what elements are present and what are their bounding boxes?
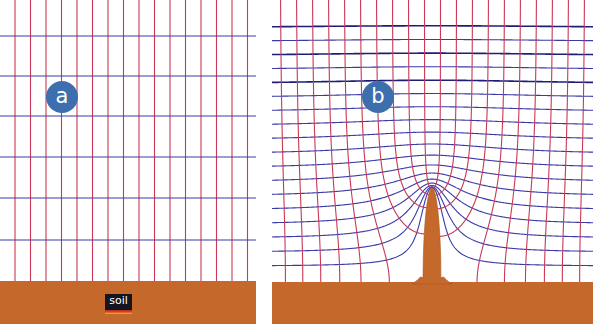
- field-line: [580, 0, 585, 282]
- badge-circle: [46, 81, 78, 113]
- field-line: [377, 0, 425, 234]
- node-text: a: [56, 86, 69, 107]
- soil-spike: [412, 188, 452, 284]
- field-line: [329, 0, 340, 282]
- equipotential-line: [0, 198, 256, 199]
- field-line: [525, 0, 536, 282]
- field-line: [281, 0, 286, 282]
- field-line: [361, 0, 390, 282]
- equipotential-line: [272, 107, 593, 111]
- material-label: soil: [105, 294, 132, 314]
- field-line: [345, 0, 362, 282]
- badge-circle: [362, 81, 394, 113]
- equipotential-line: [272, 94, 593, 97]
- field-line: [439, 0, 488, 236]
- soil-ground: [272, 282, 593, 324]
- distorted-field-panel: [267, 0, 593, 324]
- field-line: [425, 0, 432, 189]
- equipotential-line: [272, 80, 593, 82]
- panel-badge: a: [46, 81, 78, 113]
- equipotential-line: [272, 53, 593, 54]
- field-line: [504, 0, 520, 282]
- equipotential-line: [272, 67, 593, 69]
- equipotential-line: [0, 240, 256, 241]
- equipotential-line: [272, 25, 593, 28]
- field-line: [435, 0, 456, 195]
- field-line: [562, 0, 568, 282]
- node-text: b: [371, 86, 384, 107]
- equipotential-line: [272, 144, 593, 152]
- equipotential-line: [0, 36, 256, 37]
- node-text: soil: [109, 295, 128, 307]
- field-line: [297, 0, 303, 282]
- soil-ground: [0, 281, 256, 324]
- equipotential-line: [0, 116, 256, 117]
- field-line: [433, 0, 441, 189]
- field-line: [313, 0, 321, 282]
- equipotential-line: [0, 157, 256, 158]
- panel-badge: b: [362, 81, 394, 113]
- equipotential-line: [272, 132, 593, 138]
- uniform-field-panel: [0, 0, 256, 324]
- field-line: [544, 0, 552, 282]
- equipotential-line: [272, 120, 593, 125]
- uniform-grid: [0, 0, 256, 282]
- field-line: [477, 0, 504, 282]
- equipotential-line: [0, 76, 256, 77]
- equipotential-line: [272, 39, 593, 40]
- field-line: [437, 0, 472, 209]
